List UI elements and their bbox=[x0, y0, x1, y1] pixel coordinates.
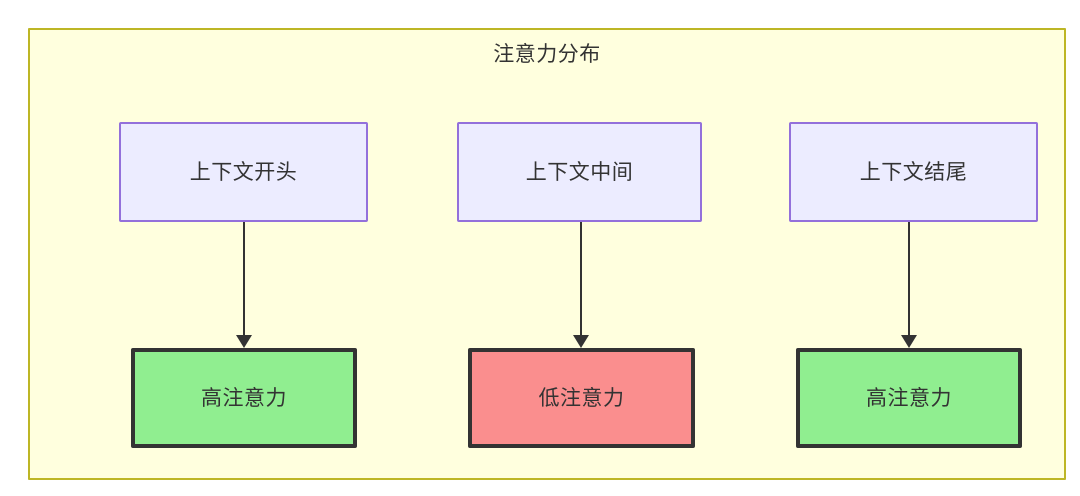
node-label: 上下文中间 bbox=[525, 160, 634, 184]
node-label: 上下文结尾 bbox=[859, 160, 968, 184]
node-label: 高注意力 bbox=[201, 386, 287, 410]
edge-line bbox=[243, 222, 245, 335]
edge-line bbox=[580, 222, 582, 335]
edge-line bbox=[908, 222, 910, 335]
edge-context-middle-to-low-attention bbox=[573, 222, 589, 348]
node-high-attention-start[interactable]: 高注意力 bbox=[131, 348, 357, 448]
edge-context-end-to-high-attention bbox=[901, 222, 917, 348]
node-context-end[interactable]: 上下文结尾 bbox=[789, 122, 1038, 222]
node-label: 高注意力 bbox=[866, 386, 952, 410]
arrowhead-icon bbox=[901, 335, 917, 348]
node-high-attention-end[interactable]: 高注意力 bbox=[796, 348, 1022, 448]
arrowhead-icon bbox=[573, 335, 589, 348]
edge-context-start-to-high-attention bbox=[236, 222, 252, 348]
diagram-title: 注意力分布 bbox=[493, 43, 601, 66]
node-context-start[interactable]: 上下文开头 bbox=[119, 122, 368, 222]
arrowhead-icon bbox=[236, 335, 252, 348]
node-label: 上下文开头 bbox=[189, 160, 298, 184]
node-low-attention-middle[interactable]: 低注意力 bbox=[468, 348, 695, 448]
node-context-middle[interactable]: 上下文中间 bbox=[457, 122, 702, 222]
node-label: 低注意力 bbox=[538, 386, 625, 410]
attention-distribution-cluster: 注意力分布 上下文开头 上下文中间 上下文结尾 高注意力 低 bbox=[28, 28, 1066, 480]
